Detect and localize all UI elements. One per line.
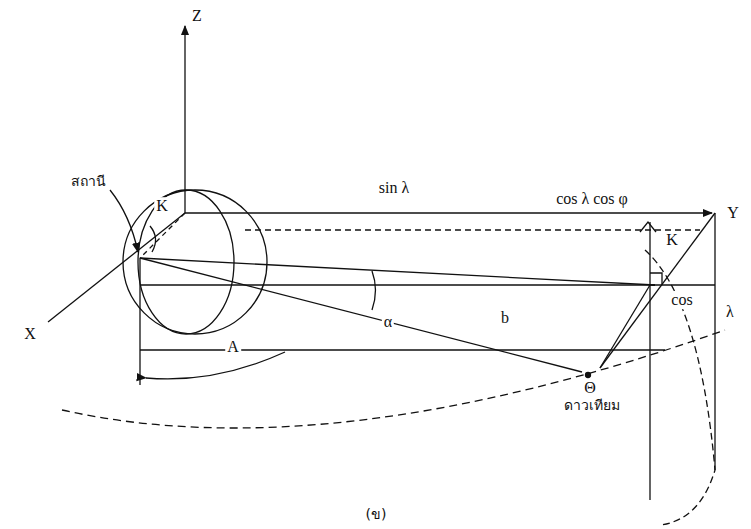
- satellite-symbol: Θ: [582, 379, 598, 397]
- axis-label: Z: [190, 7, 204, 25]
- dimension-label: cos λ cos φ: [554, 190, 630, 208]
- axis-label: X: [22, 325, 38, 343]
- satellite-label: ดาวเทียม: [562, 398, 622, 413]
- dimension-label: λ: [724, 303, 736, 321]
- angle-label: K: [154, 197, 170, 215]
- length-label: b: [499, 309, 511, 327]
- dimension-label: sin λ: [377, 179, 411, 197]
- angle-label: K: [664, 231, 680, 249]
- figure-caption: (ข): [364, 507, 389, 522]
- azimuth-label: A: [225, 338, 241, 356]
- axis-label: Y: [725, 204, 741, 222]
- angle-label: α: [382, 313, 394, 331]
- dimension-label: cos: [669, 291, 694, 309]
- station-label: สถานี: [69, 174, 108, 189]
